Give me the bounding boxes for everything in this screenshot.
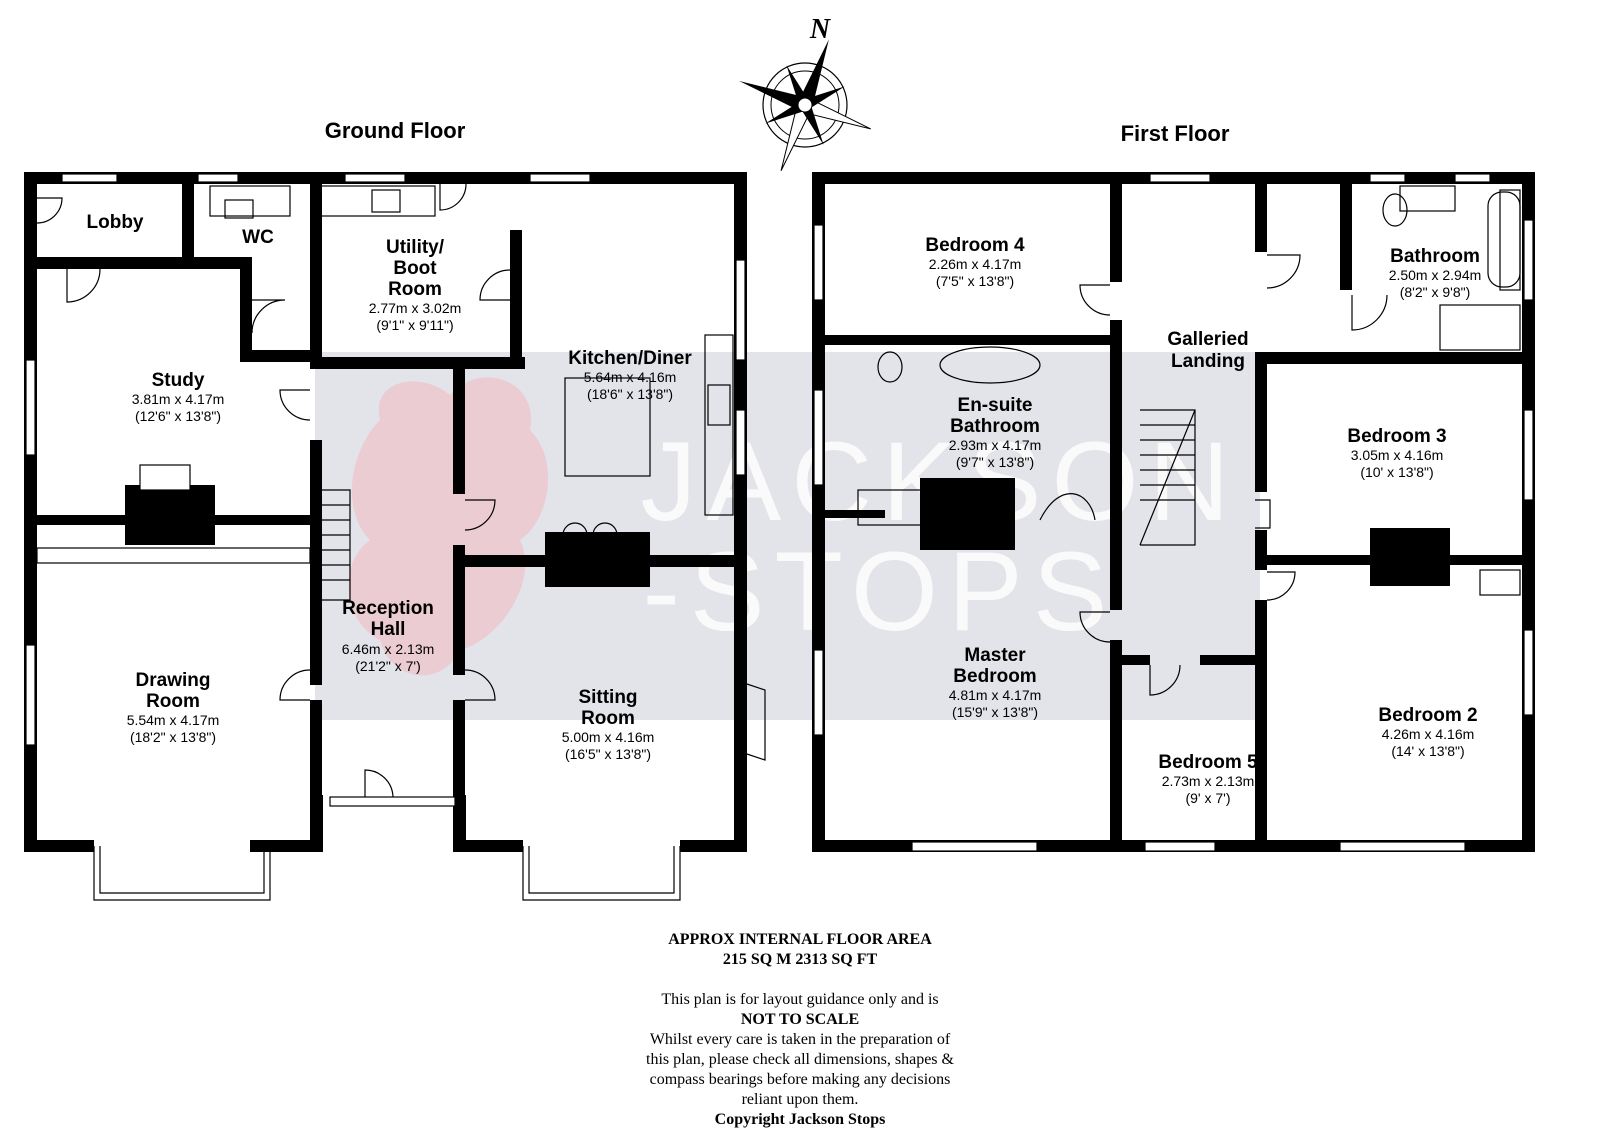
compass-north-label: N <box>809 14 832 45</box>
bedroom4-metric: 2.26m x 4.17m <box>929 256 1022 272</box>
master-metric: 4.81m x 4.17m <box>949 687 1042 703</box>
master-imperial: (15'9" x 13'8") <box>952 704 1038 720</box>
utility-label-2: Boot <box>393 258 437 279</box>
note-line-1: This plan is for layout guidance only an… <box>661 991 939 1008</box>
note-line-4: this plan, please check all dimensions, … <box>646 1051 954 1068</box>
ground-floor-doors <box>36 183 766 798</box>
watermark-text-2: -STOPS <box>643 529 1118 654</box>
note-line-3: Whilst every care is taken in the prepar… <box>649 1031 951 1048</box>
note-line-6: reliant upon them. <box>741 1091 859 1108</box>
lobby-label: Lobby <box>87 212 144 233</box>
ground-floor-windows <box>25 173 746 807</box>
study-label: Study <box>152 370 205 391</box>
note-line-5: compass bearings before making any decis… <box>649 1071 951 1088</box>
reception-imperial: (21'2" x 7') <box>355 658 421 674</box>
landing-label-2: Landing <box>1171 351 1245 372</box>
first-floor-fixtures <box>857 185 1521 596</box>
reception-metric: 6.46m x 2.13m <box>342 641 435 657</box>
bedroom3-label: Bedroom 3 <box>1347 426 1446 447</box>
ensuite-label-1: En-suite <box>958 395 1033 416</box>
ground-floor-bay-windows <box>93 846 681 901</box>
bathroom-label: Bathroom <box>1390 246 1480 267</box>
drawing-label-1: Drawing <box>136 670 211 691</box>
bedroom3-imperial: (10' x 13'8") <box>1360 464 1433 480</box>
utility-metric: 2.77m x 3.02m <box>369 300 462 316</box>
bedroom5-imperial: (9' x 7') <box>1185 790 1230 806</box>
sitting-metric: 5.00m x 4.16m <box>562 729 655 745</box>
kitchen-imperial: (18'6" x 13'8") <box>587 386 673 402</box>
area-line-2: 215 SQ M 2313 SQ FT <box>722 951 878 968</box>
utility-imperial: (9'1" x 9'11") <box>376 317 453 333</box>
plan-footer: APPROX INTERNAL FLOOR AREA 215 SQ M 2313… <box>560 930 1040 1130</box>
study-imperial: (12'6" x 13'8") <box>135 408 221 424</box>
drawing-imperial: (18'2" x 13'8") <box>130 729 216 745</box>
drawing-metric: 5.54m x 4.17m <box>127 712 220 728</box>
compass-rose-icon <box>739 39 871 171</box>
kitchen-metric: 5.64m x 4.16m <box>584 369 677 385</box>
ground-floor-fixtures <box>36 185 734 601</box>
note-line-2: NOT TO SCALE <box>740 1011 860 1028</box>
ensuite-imperial: (9'7" x 13'8") <box>956 454 1034 470</box>
bedroom4-label: Bedroom 4 <box>925 235 1025 256</box>
bedroom4-imperial: (7'5" x 13'8") <box>936 273 1014 289</box>
first-floor-windows <box>813 173 1534 852</box>
first-floor-title: First Floor <box>1121 121 1230 146</box>
drawing-label-2: Room <box>146 691 200 712</box>
reception-label-2: Hall <box>371 619 406 640</box>
area-line-1: APPROX INTERNAL FLOOR AREA <box>668 931 932 948</box>
bedroom3-metric: 3.05m x 4.16m <box>1351 447 1444 463</box>
sitting-imperial: (16'5" x 13'8") <box>565 746 651 762</box>
kitchen-label: Kitchen/Diner <box>568 348 692 369</box>
bedroom5-metric: 2.73m x 2.13m <box>1162 773 1255 789</box>
bedroom2-imperial: (14' x 13'8") <box>1391 743 1464 759</box>
wc-label: WC <box>242 227 274 248</box>
sitting-label-2: Room <box>581 708 635 729</box>
reception-label-1: Reception <box>342 598 434 619</box>
watermark-logo <box>348 377 549 676</box>
master-label-2: Bedroom <box>953 666 1036 687</box>
sitting-label-1: Sitting <box>578 687 637 708</box>
first-floor-doors <box>1039 254 1388 696</box>
ensuite-label-2: Bathroom <box>950 416 1040 437</box>
bathroom-imperial: (8'2" x 9'8") <box>1400 284 1471 300</box>
utility-label-3: Room <box>388 279 442 300</box>
landing-label-1: Galleried <box>1167 329 1248 350</box>
bedroom2-metric: 4.26m x 4.16m <box>1382 726 1475 742</box>
bedroom2-label: Bedroom 2 <box>1378 705 1477 726</box>
master-label-1: Master <box>964 645 1026 666</box>
study-metric: 3.81m x 4.17m <box>132 391 225 407</box>
utility-label-1: Utility/ <box>386 237 445 258</box>
ensuite-metric: 2.93m x 4.17m <box>949 437 1042 453</box>
bathroom-metric: 2.50m x 2.94m <box>1389 267 1482 283</box>
bedroom5-label: Bedroom 5 <box>1158 752 1258 773</box>
ground-floor-title: Ground Floor <box>325 118 466 143</box>
copyright-line: Copyright Jackson Stops <box>714 1111 886 1128</box>
